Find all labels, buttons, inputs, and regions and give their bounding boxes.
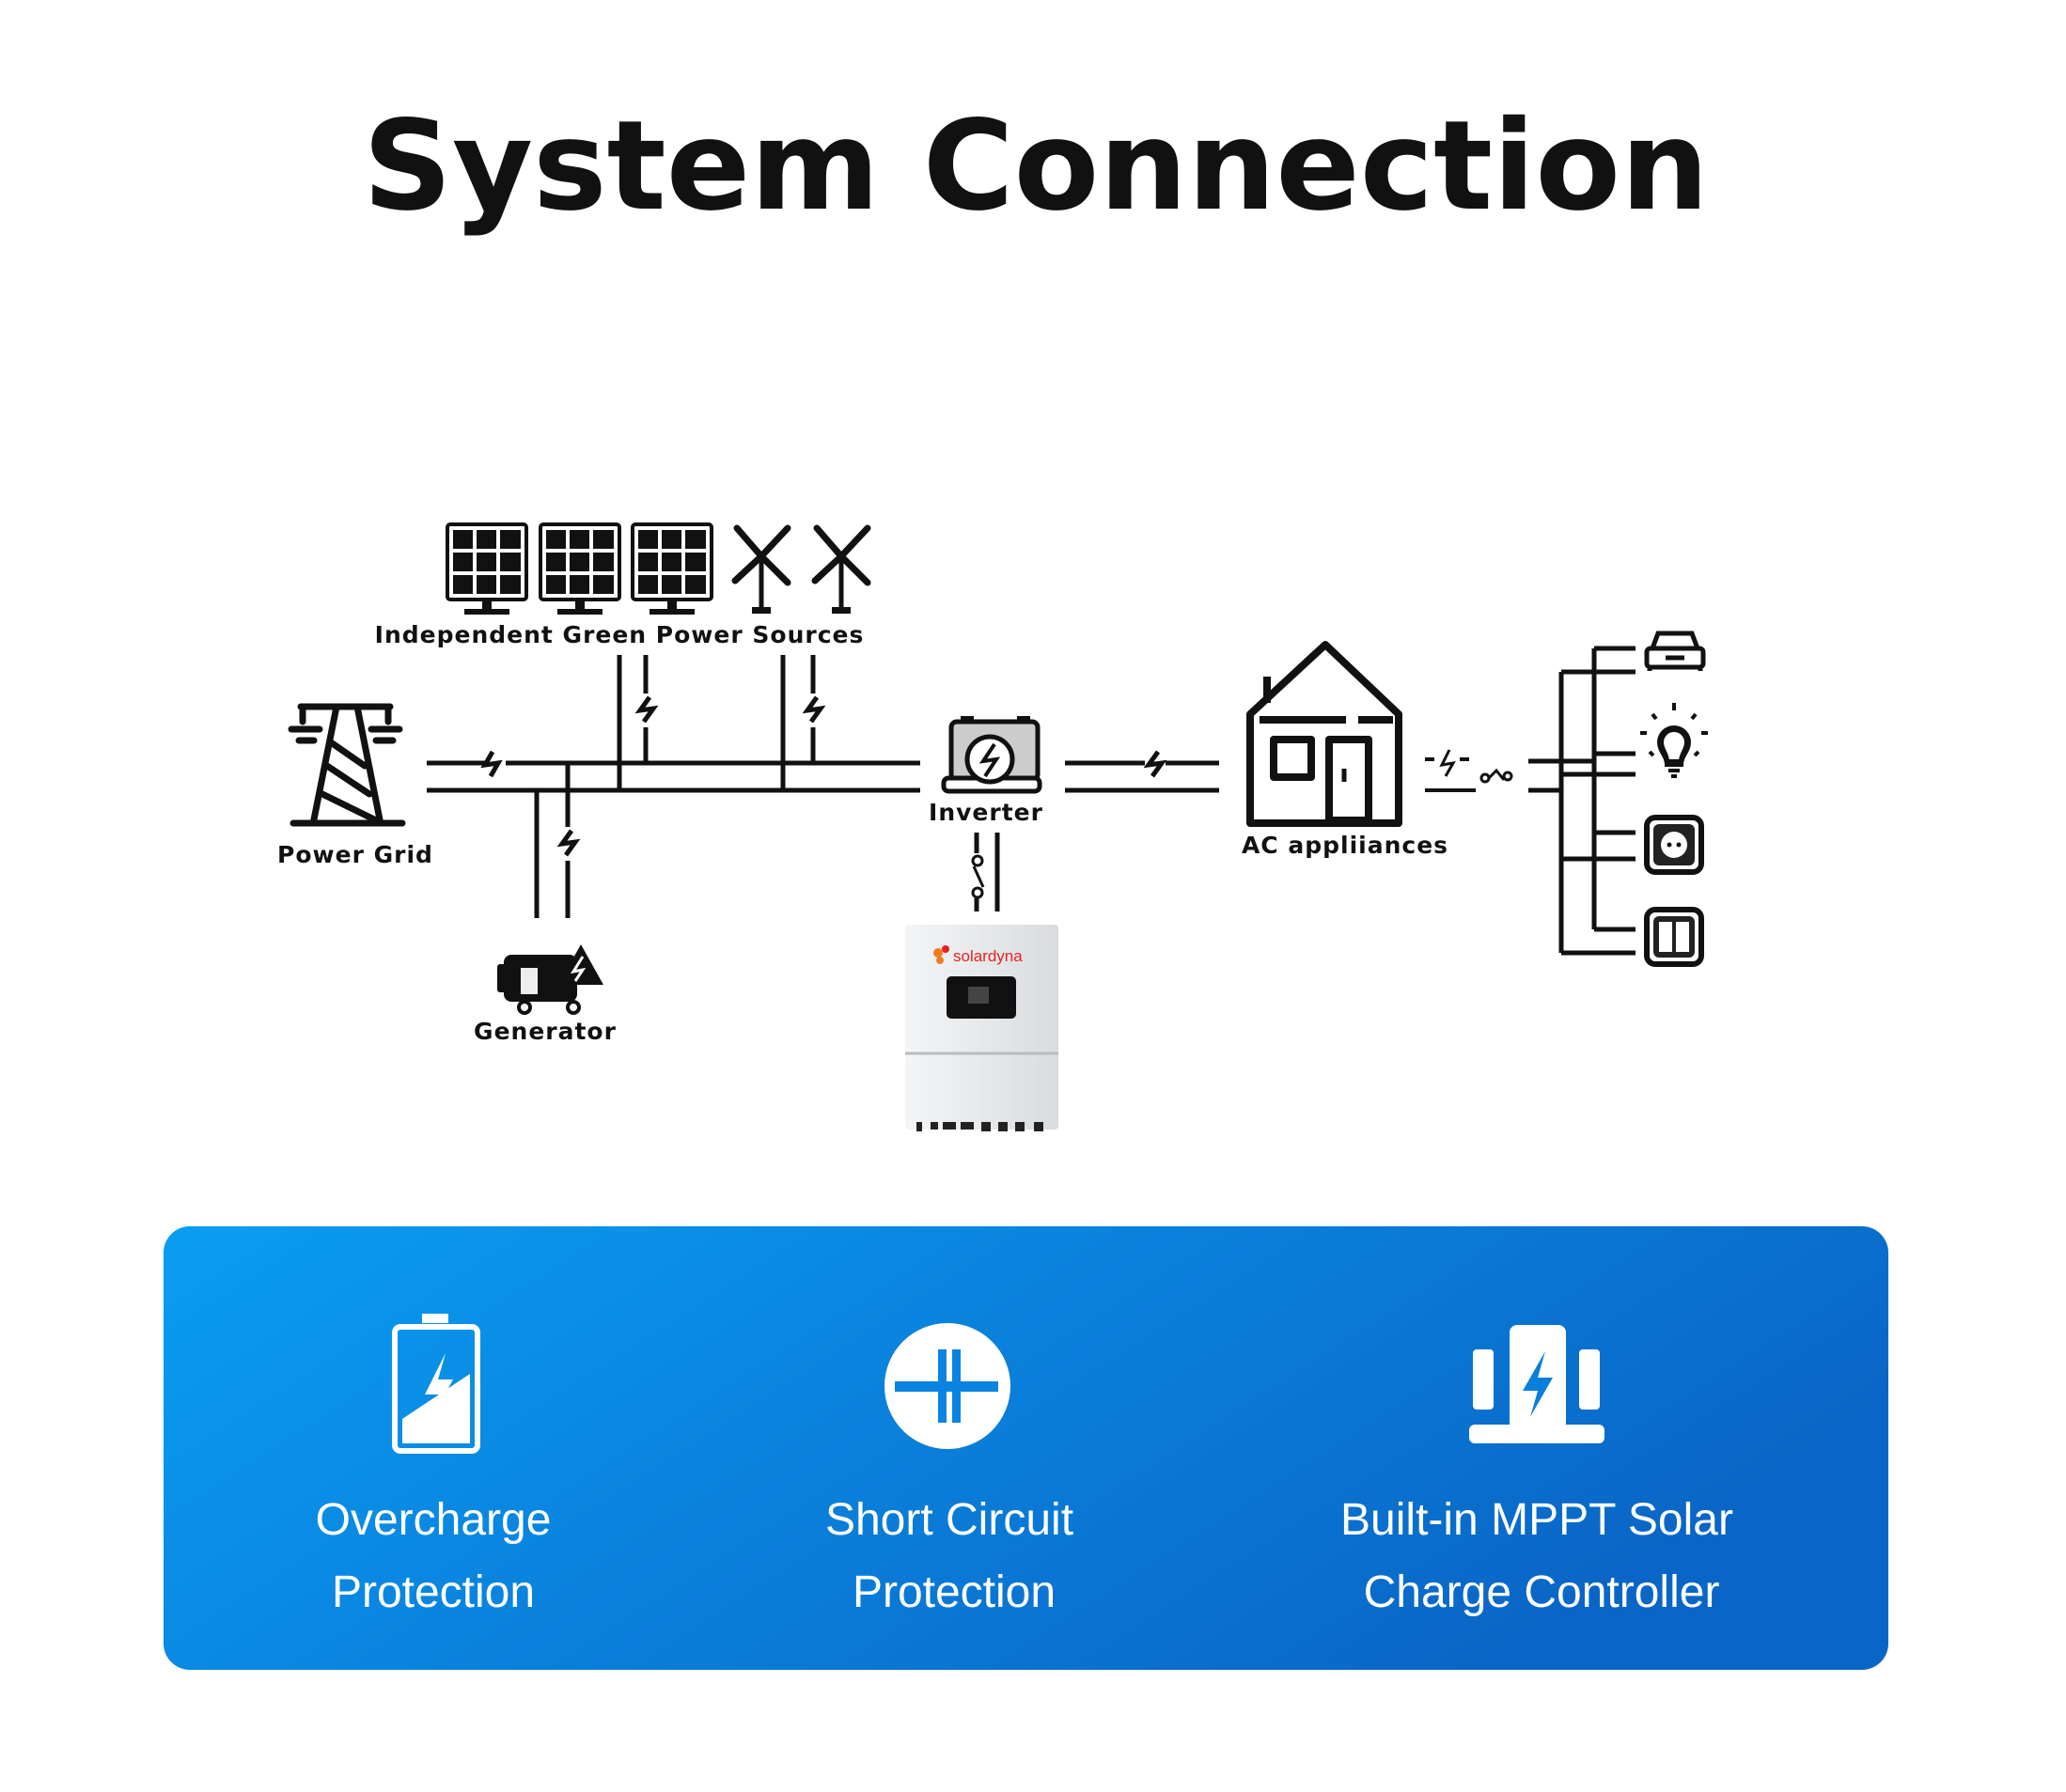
car-icon [1644, 631, 1706, 671]
green-sources-label: Independent Green Power Sources [375, 621, 865, 648]
mppt-controller-icon [1469, 1325, 1604, 1443]
wind-turbine-icon [815, 528, 868, 614]
feature-mppt-line2: Charge Controller [1364, 1567, 1720, 1617]
house-icon [1246, 641, 1402, 827]
generator-label: Generator [474, 1018, 617, 1045]
generator-icon [497, 944, 603, 1015]
light-bulb-icon [1640, 703, 1708, 778]
dc-link-lines [971, 833, 1000, 912]
wind-turbine-icon [731, 524, 791, 614]
inverter-label: Inverter [929, 799, 1043, 826]
inverter-device: solardyna [905, 925, 1058, 1131]
solar-panel-icon [539, 522, 621, 616]
ac-appliances-label: AC appliiances [1242, 832, 1448, 859]
short-circuit-icon [884, 1323, 1010, 1449]
load-distribution-lines [1425, 646, 1636, 956]
svg-text:solardyna: solardyna [953, 947, 1023, 965]
feature-overcharge-line1: Overcharge [316, 1495, 552, 1545]
power-tower-icon [288, 703, 406, 827]
features-panel [164, 1226, 1888, 1670]
feature-short-circuit-line1: Short Circuit [825, 1495, 1073, 1545]
power-outlet-icon [1644, 815, 1704, 875]
power-grid-label: Power Grid [277, 841, 433, 868]
battery-charge-icon [392, 1314, 480, 1454]
page-title: System Connection [363, 94, 1709, 239]
ac-output-lines [1065, 750, 1219, 793]
feature-short-circuit-line2: Protection [853, 1567, 1056, 1617]
ac-bus-lines [427, 655, 920, 918]
feature-overcharge-line2: Protection [332, 1567, 535, 1617]
solar-panel-icon [446, 522, 528, 615]
inverter-icon [941, 716, 1042, 794]
wall-switch-icon [1644, 907, 1704, 967]
feature-mppt-line1: Built-in MPPT Solar [1340, 1495, 1733, 1545]
brand-logo: solardyna [933, 945, 1023, 965]
solar-panel-icon [631, 522, 713, 616]
